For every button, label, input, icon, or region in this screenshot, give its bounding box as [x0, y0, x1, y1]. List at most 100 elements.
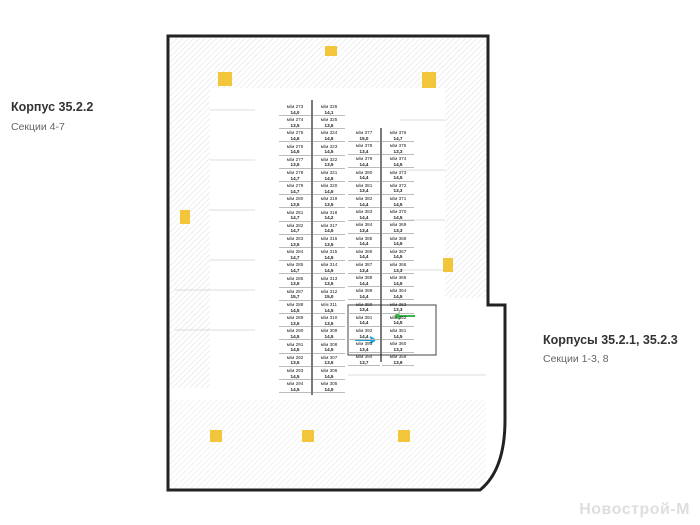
- stair-block: [302, 430, 314, 442]
- space-number: м/м 373: [389, 169, 407, 175]
- space-area: 15,0: [324, 294, 334, 300]
- space-number: м/м 274: [286, 117, 304, 123]
- space-area: 13,5: [324, 122, 334, 128]
- space-area: 14,5: [324, 149, 334, 155]
- stair-block: [422, 72, 436, 88]
- space-number: м/м 317: [320, 222, 338, 228]
- space-area: 14,7: [290, 175, 300, 181]
- space-area: 14,4: [359, 280, 369, 286]
- space-area: 13,5: [290, 201, 300, 207]
- space-area: 13,3: [393, 188, 403, 194]
- space-area: 14,5: [393, 320, 403, 326]
- space-number: м/м 382: [355, 196, 373, 201]
- space-number: м/м 367: [389, 248, 407, 254]
- space-number: м/м 288: [286, 302, 304, 307]
- space-number: м/м 305: [320, 381, 338, 387]
- space-number: м/м 275: [286, 130, 304, 136]
- space-area: 13,3: [393, 307, 403, 313]
- space-number: м/м 292: [286, 354, 304, 360]
